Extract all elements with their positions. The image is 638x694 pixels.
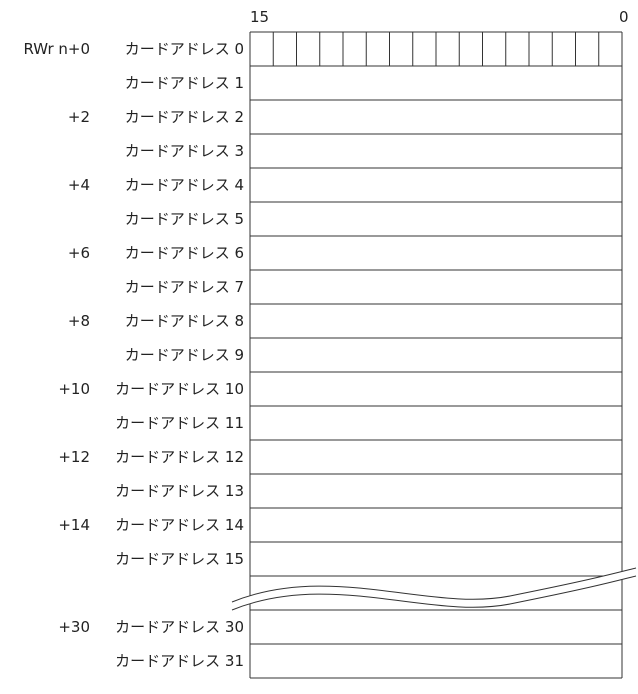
card-address-label: カードアドレス 0	[124, 40, 244, 58]
break-wave-upper	[231, 567, 637, 603]
register-row: +30 カードアドレス 30	[0, 610, 250, 644]
break-wave-lower	[231, 575, 637, 611]
register-offset-label: RWr n+0	[23, 40, 90, 58]
register-offset-label: +30	[58, 618, 90, 636]
register-offset-label: +8	[67, 312, 90, 330]
register-offset-label: +14	[58, 516, 90, 534]
register-row: カードアドレス 15	[0, 542, 250, 576]
card-address-label: カードアドレス 1	[124, 74, 244, 92]
register-row: +14 カードアドレス 14	[0, 508, 250, 542]
register-offset-label: +12	[58, 448, 90, 466]
card-address-label: カードアドレス 8	[124, 312, 244, 330]
bit-15-label: 15	[250, 8, 270, 26]
register-row: +12 カードアドレス 12	[0, 440, 250, 474]
card-address-label: カードアドレス 30	[115, 618, 244, 636]
register-row: +10 カードアドレス 10	[0, 372, 250, 406]
card-address-label: カードアドレス 10	[115, 380, 244, 398]
card-address-label: カードアドレス 5	[124, 210, 244, 228]
register-row: +6 カードアドレス 6	[0, 236, 250, 270]
card-address-label: カードアドレス 13	[115, 482, 244, 500]
card-address-label: カードアドレス 31	[115, 652, 244, 670]
register-row: +4 カードアドレス 4	[0, 168, 250, 202]
card-address-label: カードアドレス 3	[124, 142, 244, 160]
card-address-label: カードアドレス 6	[124, 244, 244, 262]
break-mask	[230, 568, 637, 610]
register-row: カードアドレス 1	[0, 66, 250, 100]
card-address-label: カードアドレス 15	[115, 550, 244, 568]
register-offset-label: +2	[67, 108, 90, 126]
card-address-label: カードアドレス 4	[124, 176, 244, 194]
register-row: カードアドレス 11	[0, 406, 250, 440]
register-row: カードアドレス 3	[0, 134, 250, 168]
card-address-label: カードアドレス 9	[124, 346, 244, 364]
card-address-label: カードアドレス 14	[115, 516, 244, 534]
register-offset-label: +6	[67, 244, 90, 262]
register-row: カードアドレス 5	[0, 202, 250, 236]
register-row: カードアドレス 7	[0, 270, 250, 304]
register-offset-label: +4	[67, 176, 90, 194]
register-row: RWr n+0 カードアドレス 0	[0, 32, 250, 66]
register-row: カードアドレス 9	[0, 338, 250, 372]
register-offset-label: +10	[58, 380, 90, 398]
register-row: +8 カードアドレス 8	[0, 304, 250, 338]
register-row: カードアドレス 13	[0, 474, 250, 508]
card-address-label: カードアドレス 11	[115, 414, 244, 432]
card-address-label: カードアドレス 2	[124, 108, 244, 126]
register-row: +2 カードアドレス 2	[0, 100, 250, 134]
card-address-label: カードアドレス 7	[124, 278, 244, 296]
register-row: カードアドレス 31	[0, 644, 250, 678]
card-address-label: カードアドレス 12	[115, 448, 244, 466]
bit-0-label: 0	[619, 8, 629, 26]
